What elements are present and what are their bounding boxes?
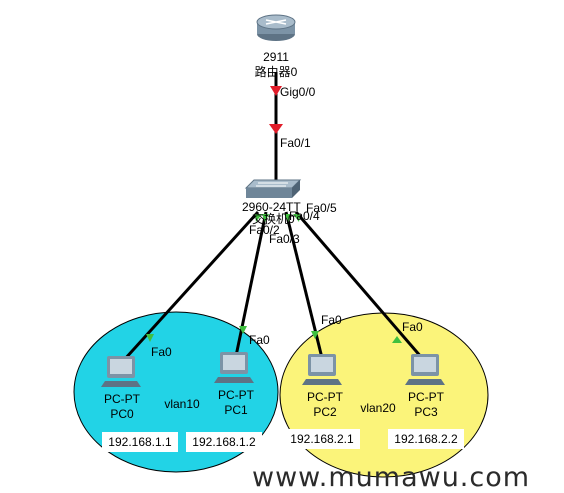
pc1-ip: 192.168.1.2 — [192, 435, 256, 449]
switch-port5-label: Fa0/5 — [306, 201, 337, 215]
switch-name: 交换机0 — [252, 211, 295, 226]
pc0-name: PC0 — [110, 407, 134, 421]
router-port-label: Gig0/0 — [280, 85, 316, 99]
pc3-type: PC-PT — [408, 390, 445, 404]
pc2-port-marker — [311, 331, 319, 339]
pc2-type: PC-PT — [307, 390, 344, 404]
switch-port3-label: Fa0/3 — [269, 232, 300, 246]
pc0-icon[interactable] — [101, 356, 141, 387]
switch-icon[interactable] — [244, 179, 302, 198]
pc2-name: PC2 — [313, 405, 337, 419]
pc1-type: PC-PT — [218, 388, 255, 402]
switch-port5-marker — [293, 214, 300, 222]
pc2-icon[interactable] — [302, 354, 342, 385]
switch-uplink-marker — [269, 124, 283, 134]
link-switch-pc0[interactable] — [122, 210, 260, 362]
pc3-ip: 192.168.2.2 — [394, 432, 458, 446]
pc1-name: PC1 — [224, 403, 248, 417]
switch-port4-marker — [284, 214, 291, 222]
switch-port4-label: Fa0/4 — [289, 209, 320, 223]
pc1-port-label: Fa0 — [249, 333, 270, 347]
pc3-port-marker — [392, 336, 402, 343]
pc3-icon[interactable] — [405, 354, 445, 385]
vlan10-label: vlan10 — [164, 397, 200, 411]
switch-port3-marker — [262, 214, 269, 222]
pc0-port-label: Fa0 — [151, 345, 172, 359]
pc0-ip: 192.168.1.1 — [108, 435, 172, 449]
switch-port2-marker — [255, 214, 262, 222]
pc3-ip-box — [388, 429, 464, 449]
link-switch-pc3[interactable] — [294, 211, 424, 359]
switch-model: 2960-24TT — [242, 200, 301, 214]
watermark: www.mumawu.com — [252, 462, 531, 493]
pc2-ip-box — [284, 429, 360, 449]
pc2-port-label: Fa0 — [321, 313, 342, 327]
vlan20-label: vlan20 — [360, 401, 396, 415]
pc0-port-marker — [146, 334, 154, 342]
switch-uplink-label: Fa0/1 — [280, 136, 311, 150]
pc2-ip: 192.168.2.1 — [290, 432, 354, 446]
router-icon[interactable] — [256, 14, 296, 41]
router-link-marker — [270, 86, 282, 96]
pc3-port-label: Fa0 — [402, 320, 423, 334]
pc1-port-marker — [239, 326, 247, 334]
pc3-name: PC3 — [414, 405, 438, 419]
pc0-ip-box — [102, 432, 178, 452]
pc0-type: PC-PT — [104, 392, 141, 406]
link-switch-pc1[interactable] — [234, 211, 268, 357]
pc1-ip-box — [186, 432, 262, 452]
router-model: 2911 — [263, 50, 289, 64]
switch-port2-label: Fa0/2 — [249, 223, 280, 237]
pc1-icon[interactable] — [214, 352, 254, 383]
router-name: 路由器0 — [255, 64, 298, 79]
